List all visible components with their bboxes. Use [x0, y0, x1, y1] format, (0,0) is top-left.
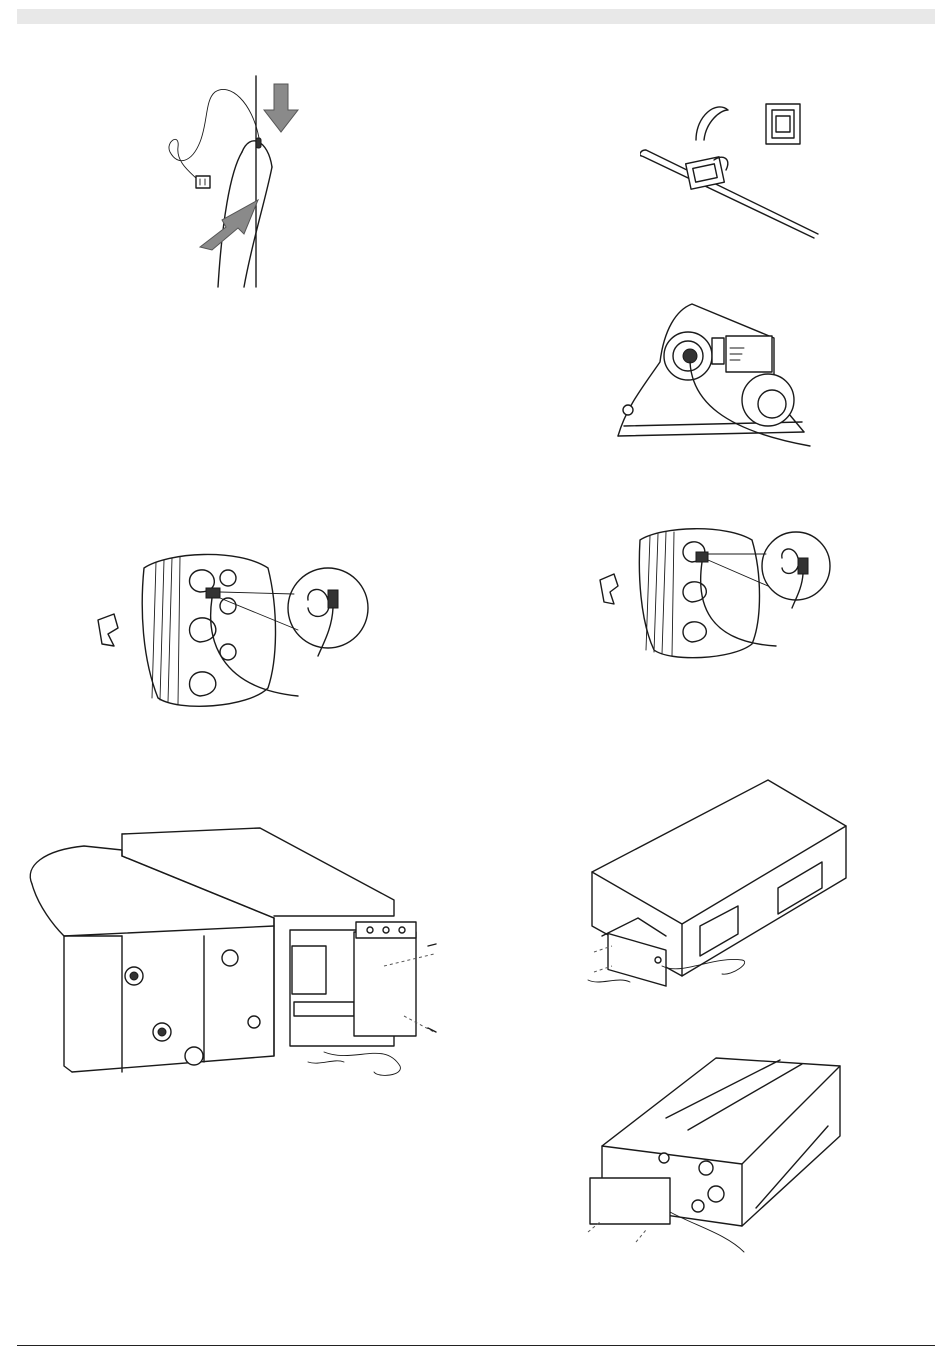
coil-clip-illustration: [596, 524, 836, 664]
header-bar: [17, 9, 935, 24]
figure-unit-box-front: [582, 776, 852, 1000]
figure-unit-box-rear: [576, 1056, 852, 1268]
figure-sensor-clip-kit: [640, 96, 830, 246]
unit-open-illustration: [24, 826, 444, 1086]
figure-coil-clip-left: [88, 548, 388, 718]
figure-sensor-at-connector: [612, 300, 822, 460]
figure-coil-clip-right: [596, 524, 836, 664]
unit-box-illustration: [576, 1056, 852, 1268]
unit-box-illustration: [582, 776, 852, 1000]
figure-sensor-on-pipe: [160, 72, 310, 292]
footer-rule: [17, 1345, 935, 1346]
sensor-clip-illustration: [640, 96, 830, 246]
connector-illustration: [612, 300, 822, 460]
coil-clip-illustration: [88, 548, 388, 718]
sensor-pipe-illustration: [160, 72, 310, 292]
figure-unit-box-open: [24, 826, 444, 1086]
